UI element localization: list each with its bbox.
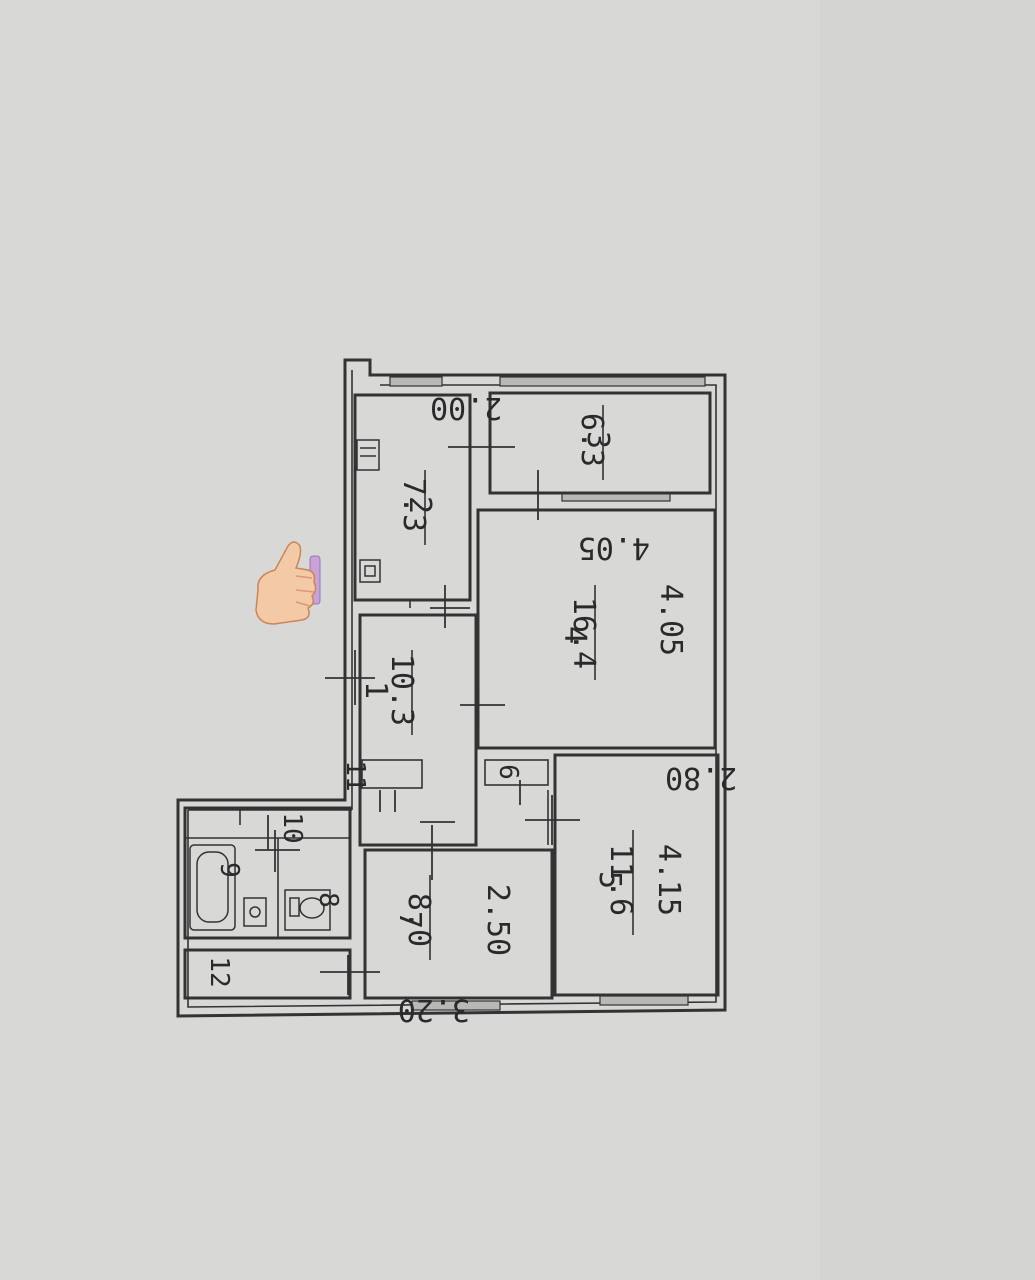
door-marks <box>255 425 580 995</box>
room-12-number: 12 <box>204 956 234 987</box>
room-7-area: 8.0 <box>401 893 436 947</box>
room-6-number: 6 <box>493 764 523 780</box>
room-labels: 2 7.3 2.00 3 6.3 4 16.4 4.05 4.05 1 10.3… <box>358 390 737 1027</box>
room-5-number: 5 <box>592 871 627 889</box>
windows <box>389 376 706 1011</box>
fixtures <box>189 439 381 931</box>
small-room-labels: 6 11 10 9 8 12 <box>204 760 523 987</box>
room-11-number: 11 <box>340 760 370 791</box>
room-1-area: 10.3 <box>384 654 419 726</box>
room-7-number: 7 <box>392 911 427 929</box>
room-2-number: 2 <box>402 496 437 514</box>
room-10-number: 10 <box>277 812 307 843</box>
room-7-dim-right: 2.50 <box>480 884 515 956</box>
room-4-dim-right: 4.05 <box>653 584 688 656</box>
room-2-dim: 2.00 <box>430 390 502 425</box>
room-2-area: 7.3 <box>396 478 431 532</box>
room-7-dim-bottom: 3.20 <box>398 992 470 1027</box>
room-3-area: 6.3 <box>574 413 609 467</box>
stove-icon <box>356 439 380 471</box>
thumbs-up-icon <box>255 541 321 625</box>
paper-shade <box>820 0 1035 1280</box>
room-4-number: 4 <box>557 626 592 644</box>
outer-walls <box>176 358 727 1018</box>
room-8-number: 8 <box>313 892 343 908</box>
toilet-icon <box>284 889 331 931</box>
room-5-dim-top: 2.80 <box>665 760 737 795</box>
room-5-dim-right: 4.15 <box>651 844 686 916</box>
interior-walls <box>183 391 720 1000</box>
room-9-number: 9 <box>214 862 244 878</box>
wash-basin-icon <box>243 897 267 927</box>
kitchen-sink-icon <box>359 559 381 583</box>
bathtub-icon <box>189 844 236 931</box>
room-4-dim-top: 4.05 <box>578 530 650 565</box>
room-5-area: 11.6 <box>603 844 638 916</box>
room-4-area: 16.4 <box>566 597 601 669</box>
room-3-number: 3 <box>580 431 615 449</box>
room-1-number: 1 <box>358 681 393 699</box>
